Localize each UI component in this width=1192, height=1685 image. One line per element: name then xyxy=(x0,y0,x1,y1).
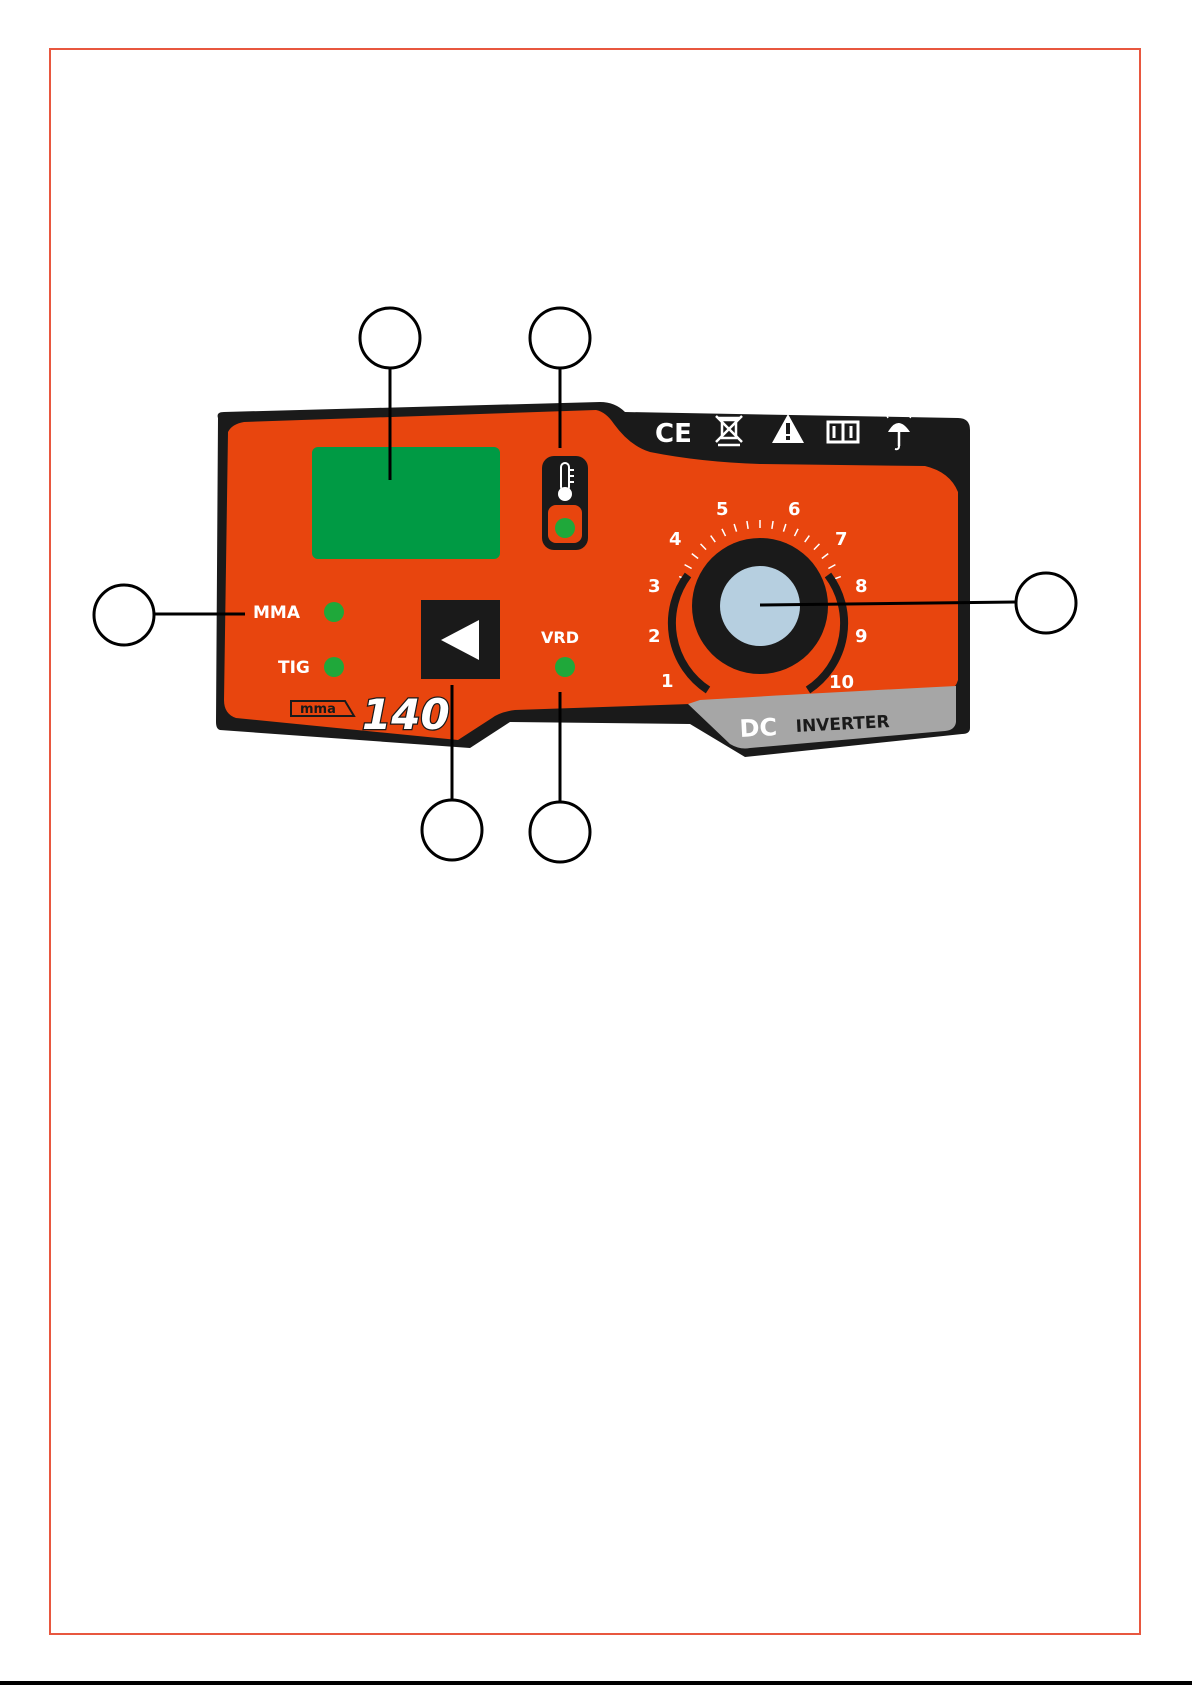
tig-led xyxy=(324,657,344,677)
mma-led xyxy=(324,602,344,622)
dial-number-6: 6 xyxy=(788,499,801,520)
dial-number-1: 1 xyxy=(661,671,674,692)
digital-display xyxy=(312,447,500,559)
mma-label: MMA xyxy=(253,603,301,623)
page-bottom-edge xyxy=(0,1681,1192,1685)
thermal-led xyxy=(555,518,575,538)
model-badge: mma xyxy=(291,701,354,717)
dial-number-7: 7 xyxy=(835,529,848,550)
dial-number-4: 4 xyxy=(669,529,682,550)
tig-label: TIG xyxy=(278,658,310,678)
vrd-led xyxy=(555,657,575,677)
current-knob[interactable] xyxy=(692,538,828,674)
dial-number-10: 10 xyxy=(829,672,854,693)
vrd-label: VRD xyxy=(541,628,579,647)
ce-mark-icon: CE xyxy=(655,419,692,449)
model-badge-text: mma xyxy=(300,702,336,717)
dial-number-2: 2 xyxy=(648,626,661,647)
dial-number-3: 3 xyxy=(648,576,661,597)
dial-number-8: 8 xyxy=(855,576,868,597)
thermal-indicator xyxy=(542,456,588,550)
dial-number-5: 5 xyxy=(716,499,729,520)
strip-dc-label: DC xyxy=(739,713,778,743)
mode-select-button[interactable] xyxy=(421,600,500,679)
dial-number-9: 9 xyxy=(855,626,868,647)
model-number: 140 xyxy=(362,690,450,739)
